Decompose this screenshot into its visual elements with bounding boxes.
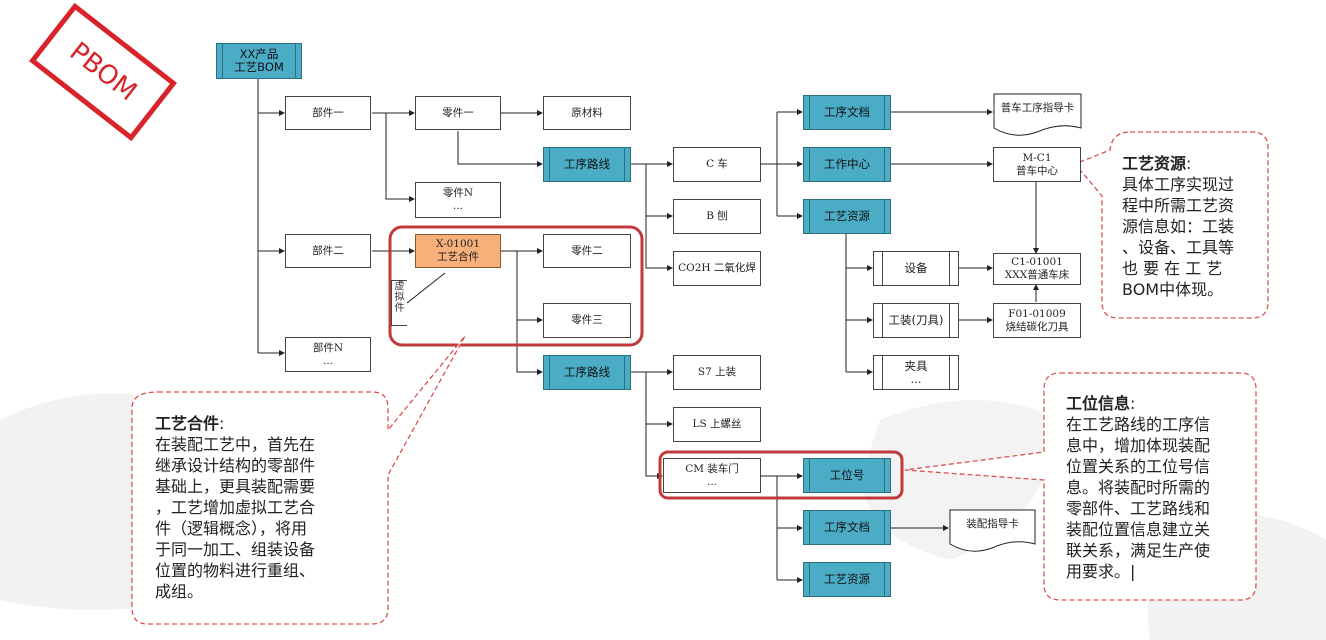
tooling-node: 工装(刀具) <box>873 303 959 338</box>
op-cm-node: CM 装车门 ... <box>663 458 761 493</box>
equipment-node: 设备 <box>873 251 959 286</box>
x01001-node: X-01001 工艺合件 <box>415 234 501 268</box>
op-s7-node: S7 上装 <box>673 355 761 390</box>
comp1-node: 零件一 <box>415 96 501 130</box>
op-co2-node: CO2H 二氧化焊 <box>673 251 761 286</box>
route2-node: 工序路线 <box>543 355 631 390</box>
part1-node: 部件一 <box>285 96 371 130</box>
resource1-node: 工艺资源 <box>803 199 891 234</box>
station-node: 工位号 <box>803 458 891 493</box>
f01-node: F01-01009 烧结碳化刀具 <box>993 303 1081 338</box>
fixture-node: 夹具 ... <box>873 355 959 390</box>
mc1-node: M-C1 普车中心 <box>993 147 1081 182</box>
assembly-callout-title: 工艺合件 <box>155 414 220 433</box>
partN-node: 部件N ... <box>285 337 371 372</box>
route1-node: 工序路线 <box>543 147 631 182</box>
station-callout-text: 在工艺路线的工序信 息中，增加体现装配 位置关系的工位号信 息。将装配时所需的 … <box>1066 415 1211 581</box>
raw-material-node: 原材料 <box>543 96 631 130</box>
comp2-node: 零件二 <box>543 234 631 268</box>
assembly-callout-text: 在装配工艺中，首先在 继承设计结构的零部件 基础上，更具装配需要 ，工艺增加虚拟… <box>155 435 316 601</box>
process-doc2-node: 工序文档 <box>803 510 891 545</box>
work-center-node: 工作中心 <box>803 147 891 182</box>
resource-callout-text: 具体工序实现过 程中所需工艺资 源信息如：工装 、设备、工具等 也 要 在 工 … <box>1122 175 1235 299</box>
op-c-lathe-node: C 车 <box>673 147 761 182</box>
resource-callout: 工艺资源: 具体工序实现过 程中所需工艺资 源信息如：工装 、设备、工具等 也 … <box>1122 150 1262 300</box>
resource-callout-title: 工艺资源 <box>1122 154 1187 173</box>
guide-card2-node: 装配指导卡 <box>966 517 1019 530</box>
compN-node: 零件N ... <box>415 182 501 218</box>
virtual-part-label: 虚 拟 件 <box>391 280 407 326</box>
assembly-callout: 工艺合件: 在装配工艺中，首先在 继承设计结构的零部件 基础上，更具装配需要 ，… <box>155 410 385 602</box>
station-callout-title: 工位信息 <box>1066 394 1131 413</box>
resource2-node: 工艺资源 <box>803 562 891 597</box>
op-ls-node: LS 上螺丝 <box>673 407 761 442</box>
c101-node: C1-01001 XXX普通车床 <box>993 253 1081 285</box>
guide-card1-node: 普车工序指导卡 <box>1000 101 1075 114</box>
root-node: XX产品 工艺BOM <box>216 43 302 79</box>
comp3-node: 零件三 <box>543 303 631 338</box>
process-doc1-node: 工序文档 <box>803 95 891 130</box>
op-b-plane-node: B 刨 <box>673 199 761 234</box>
part2-node: 部件二 <box>285 234 371 268</box>
station-callout: 工位信息: 在工艺路线的工序信 息中，增加体现装配 位置关系的工位号信 息。将装… <box>1066 390 1252 582</box>
